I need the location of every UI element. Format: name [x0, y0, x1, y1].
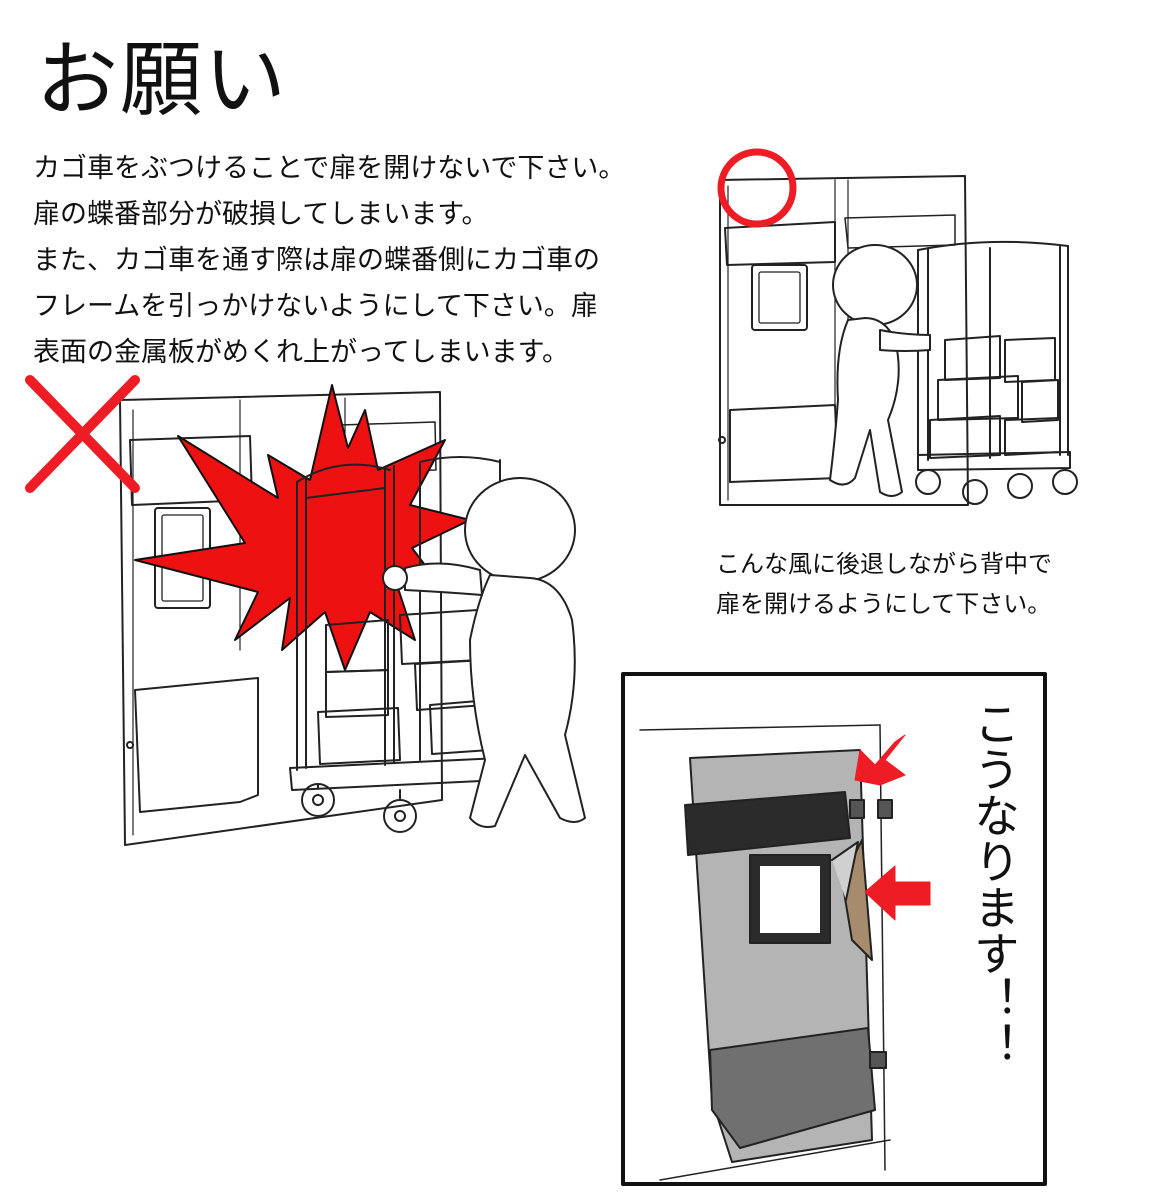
instruction-text: カゴ車をぶつけることで扉を開けないで下さい。 扉の蝶番部分が破損してしまいます。…	[33, 146, 683, 376]
arrow-icon	[864, 865, 931, 921]
impact-burst	[134, 384, 471, 671]
instruction-line: また、カゴ車を通す際は扉の蝶番側にカゴ車の	[33, 245, 600, 276]
person-figure	[382, 477, 586, 828]
door-window	[751, 264, 808, 331]
kick-plate	[729, 404, 839, 483]
instruction-line: カゴ車をぶつけることで扉を開けないで下さい。	[33, 153, 626, 184]
person-figure	[829, 244, 931, 497]
correct-method-caption: こんな風に後退しながら背中で 扉を開けるようにして下さい。	[716, 544, 1052, 624]
circle-icon	[717, 148, 797, 228]
arrow-icon	[854, 734, 906, 786]
caption-line: 扉を開けるようにして下さい。	[716, 590, 1052, 618]
page-title: お願い	[36, 33, 289, 128]
instruction-line: フレームを引っかけないようにして下さい。扉	[33, 291, 598, 322]
wrong-example-illustration	[25, 375, 586, 846]
instruction-line: 表面の金属板がめくれ上がってしまいます。	[33, 337, 569, 368]
hinge	[849, 799, 865, 819]
top-band	[684, 791, 851, 856]
damage-closeup-illustration	[621, 672, 1047, 1186]
closeup-frame	[621, 672, 1047, 1186]
kick-plate	[134, 677, 259, 813]
caption-line: こんな風に後退しながら背中で	[716, 550, 1052, 578]
correct-example-illustration	[717, 148, 1078, 506]
hinge	[877, 799, 893, 819]
door-panel	[719, 175, 969, 506]
cross-icon	[25, 375, 140, 493]
kick-plate	[709, 1027, 876, 1149]
instruction-line: 扉の蝶番部分が破損してしまいます。	[33, 199, 489, 230]
damage-caption: こうなります！！	[967, 700, 1021, 1068]
hinge	[869, 1051, 887, 1069]
cage-cart	[915, 240, 1078, 505]
